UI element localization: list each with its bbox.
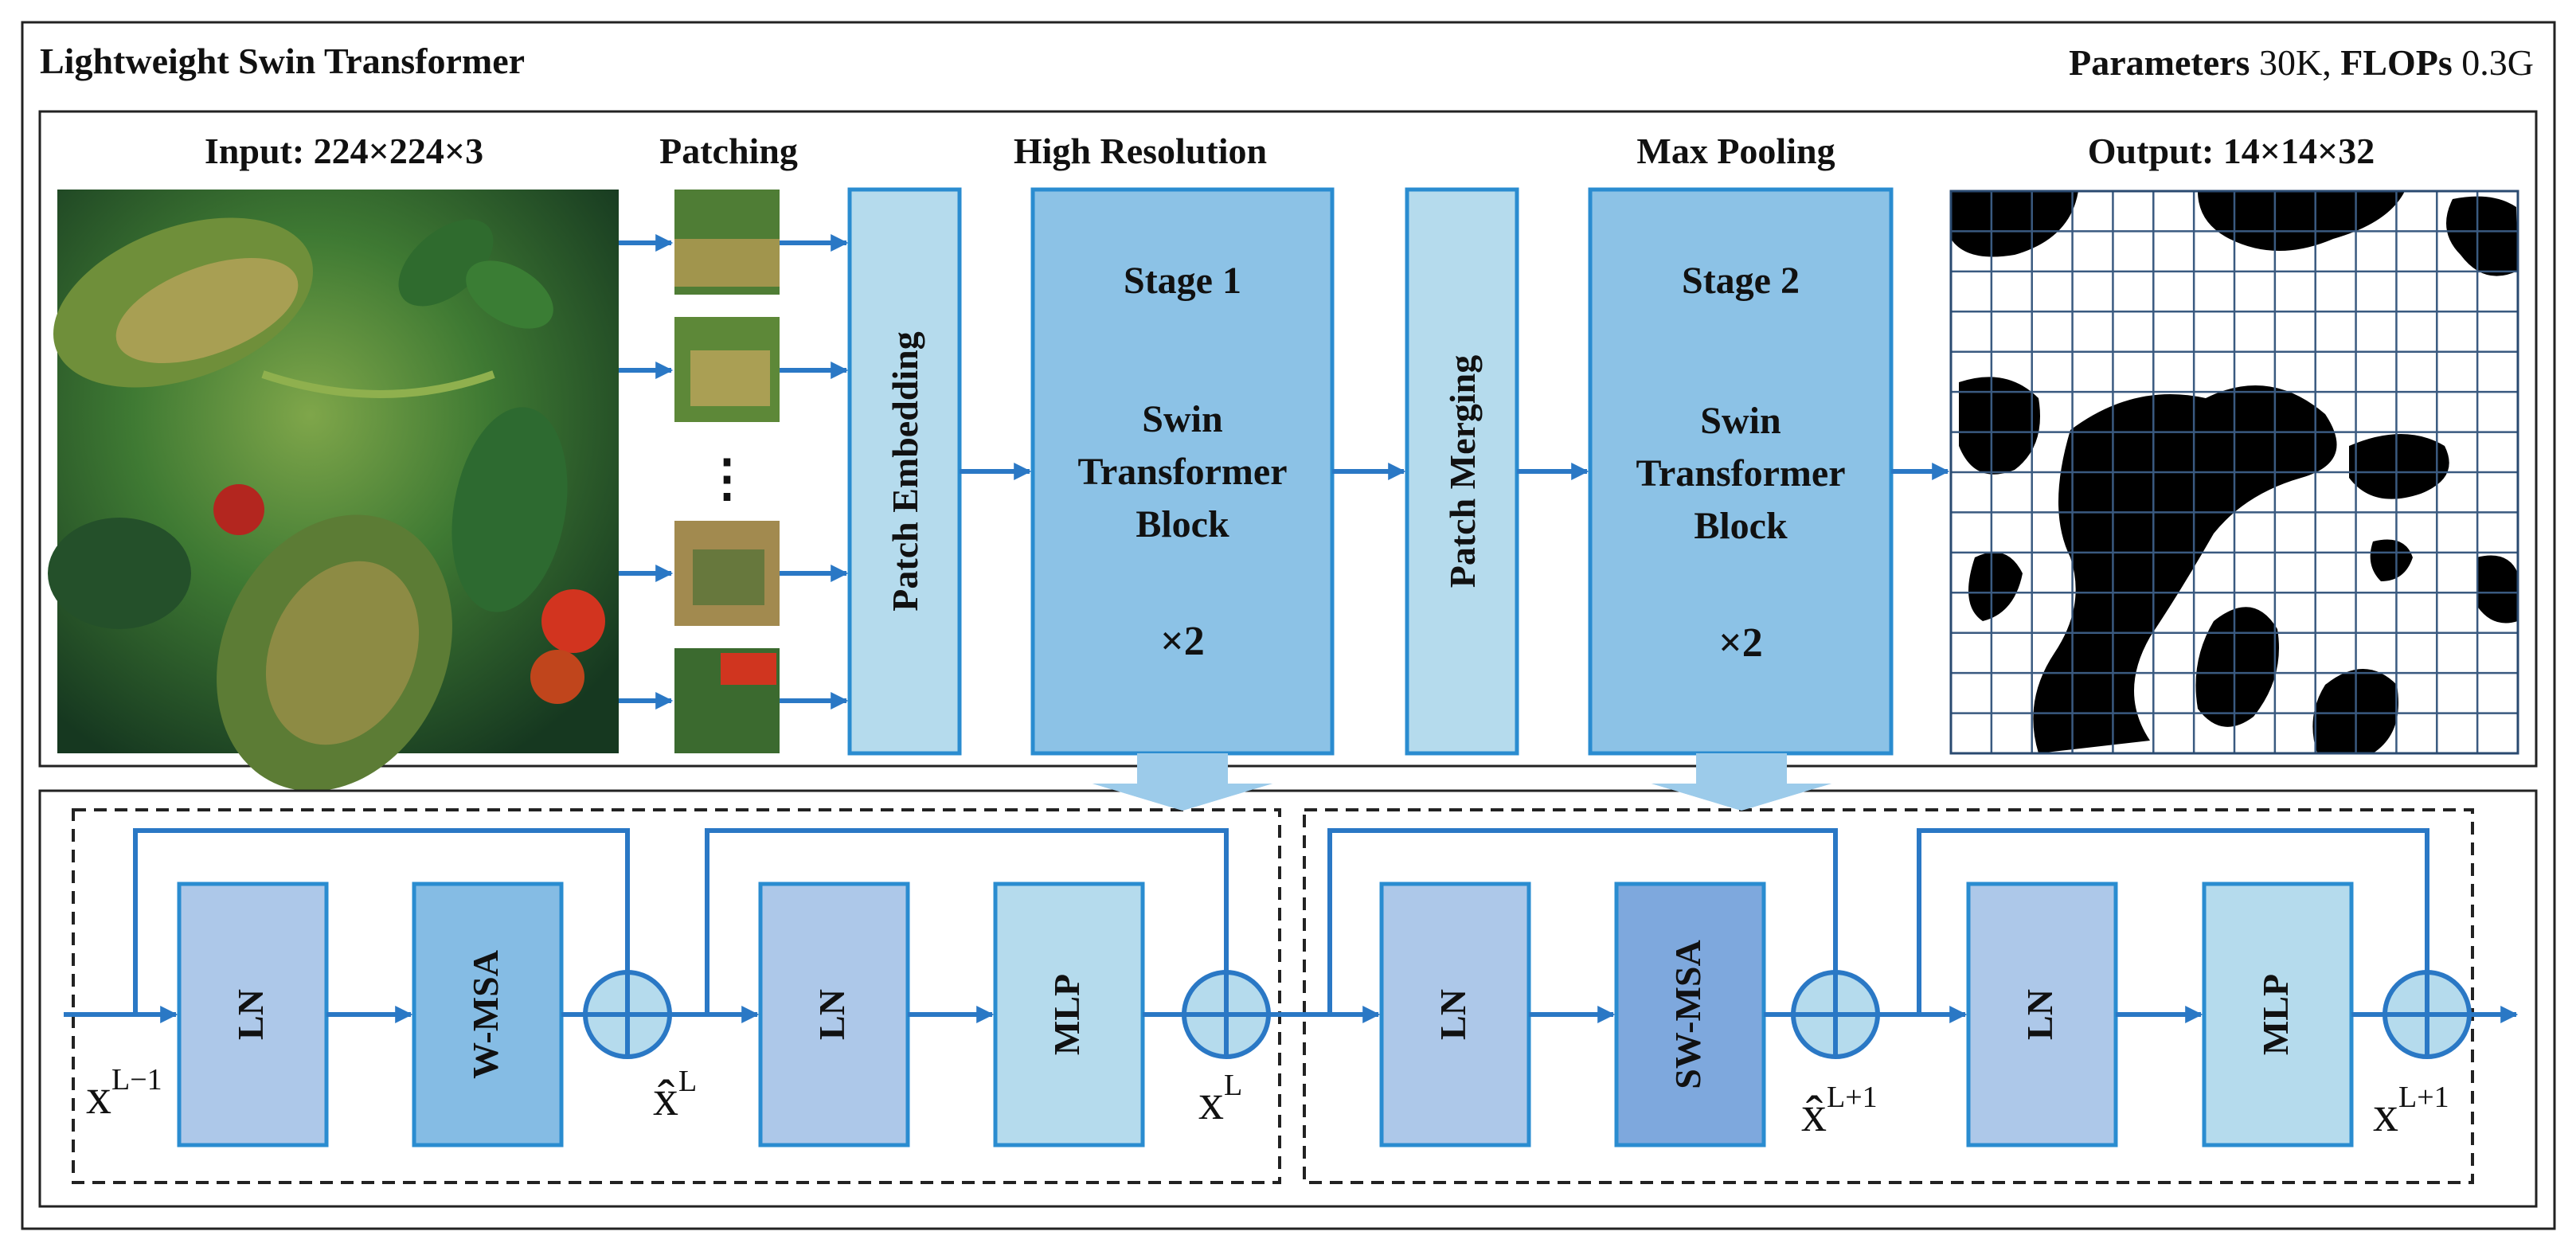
ln-box — [758, 882, 910, 1147]
patch-embedding-box — [847, 187, 962, 756]
stage1-line1: Swin — [1142, 398, 1222, 440]
mlp-label: MLP — [1046, 974, 1087, 1055]
stage1-title: Stage 1 — [1124, 260, 1241, 302]
stage2-repeat: ×2 — [1718, 620, 1763, 666]
stage1-down-arrow-tip — [1093, 784, 1272, 811]
input-label: Input: 224×224×3 — [205, 131, 483, 171]
model-stats: Parameters 30K, FLOPs 0.3G — [2069, 42, 2534, 83]
swin-block-right — [1303, 808, 2474, 1184]
stage2-box — [1588, 187, 1894, 756]
sw-msa-label: SW-MSA — [1667, 940, 1708, 1089]
residual-connection — [705, 828, 1229, 1014]
ln-label: LN — [2019, 989, 2060, 1040]
x-output-var: xL+1 — [2373, 1081, 2449, 1142]
patch-merging-box — [1405, 187, 1519, 756]
max-pooling-label: Max Pooling — [1636, 131, 1835, 171]
residual-connection — [133, 828, 630, 1014]
ln-box — [1966, 882, 2118, 1147]
ln-box — [1379, 882, 1531, 1147]
high-resolution-label: High Resolution — [1014, 131, 1267, 171]
diagram-title: Lightweight Swin Transformer — [40, 41, 525, 81]
w-msa-label: W-MSA — [465, 950, 506, 1079]
stage2-line3: Block — [1694, 505, 1788, 547]
stage2-down-arrow-tip — [1652, 784, 1831, 811]
output-label: Output: 14×14×32 — [2088, 131, 2375, 171]
w-msa-box — [412, 882, 564, 1147]
patch-ellipsis: ⋮ — [702, 450, 752, 506]
stage1-box — [1030, 187, 1335, 756]
patch-embedding-label: Patch Embedding — [885, 331, 925, 611]
x-output-var: xL — [1198, 1069, 1242, 1130]
x-input-var: xL−1 — [86, 1063, 162, 1124]
sw-msa-box — [1614, 882, 1766, 1147]
stage1-line3: Block — [1136, 503, 1229, 545]
mlp-label: MLP — [2255, 974, 2296, 1055]
mlp-box — [993, 882, 1145, 1147]
ln-label: LN — [1433, 989, 1473, 1040]
residual-connection — [1917, 828, 2429, 1014]
stage1-line2: Transformer — [1077, 451, 1287, 493]
input-leaf-image — [48, 190, 619, 792]
ln-label: LN — [811, 989, 852, 1040]
stage1-repeat: ×2 — [1160, 619, 1205, 664]
x-hat-mid-var: x̂L — [653, 1065, 697, 1126]
swin-block-left — [72, 808, 1281, 1184]
stage2-line2: Transformer — [1636, 452, 1845, 495]
stage2-line1: Swin — [1700, 400, 1781, 442]
bottom-panel — [38, 789, 2538, 1208]
output-feature-map — [1949, 190, 2519, 755]
mlp-box — [2202, 882, 2354, 1147]
patch-tiles: ⋮ — [674, 190, 780, 753]
stage2-title: Stage 2 — [1682, 260, 1800, 302]
patching-label: Patching — [659, 131, 798, 171]
x-hat-mid-var: x̂L+1 — [1801, 1081, 1878, 1142]
residual-connection — [1327, 828, 1838, 1014]
ln-label: LN — [230, 989, 271, 1040]
ln-box — [177, 882, 329, 1147]
patch-merging-label: Patch Merging — [1442, 355, 1483, 588]
